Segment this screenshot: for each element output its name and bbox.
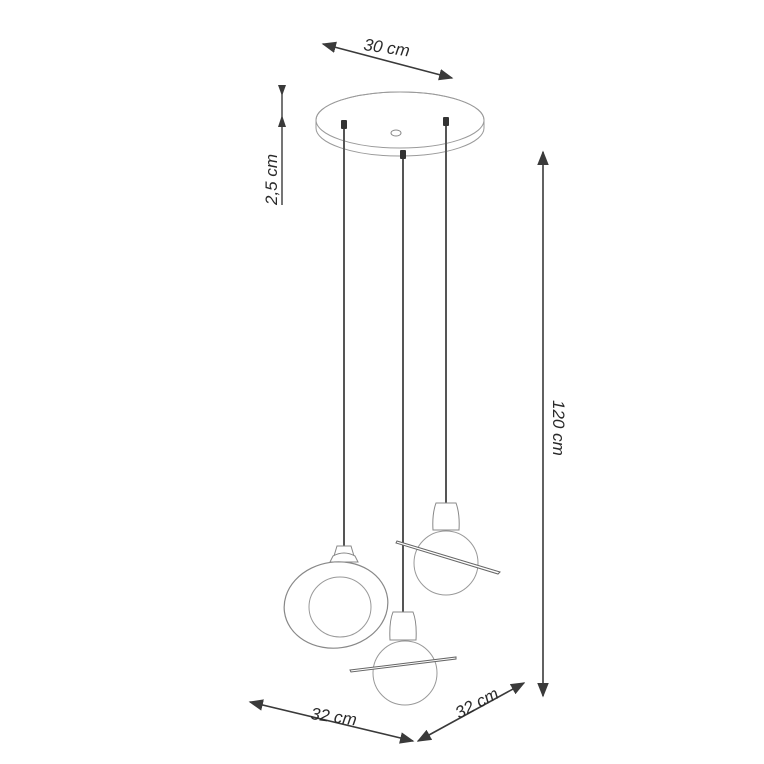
pendant-left — [283, 545, 389, 649]
dimension-width: 32 cm — [248, 699, 415, 744]
pendant-right — [395, 502, 501, 596]
dimension-depth: 32 cm — [416, 682, 526, 742]
label-width: 32 cm — [309, 704, 357, 729]
label-canopy-height: 2,5 cm — [262, 154, 281, 206]
dimension-canopy-diameter: 30 cm — [321, 35, 454, 81]
arrow-down-icon — [278, 85, 286, 96]
label-total-height: 120 cm — [549, 400, 568, 456]
arrow-up-icon — [278, 115, 286, 127]
dimension-total-height: 120 cm — [537, 150, 568, 698]
dimension-canopy-height: 2,5 cm — [262, 85, 286, 206]
label-depth: 32 cm — [452, 684, 502, 723]
canopy-screw-icon — [390, 129, 402, 137]
cables — [343, 126, 447, 612]
pendant-center — [349, 611, 457, 706]
ceiling-canopy — [315, 91, 485, 159]
